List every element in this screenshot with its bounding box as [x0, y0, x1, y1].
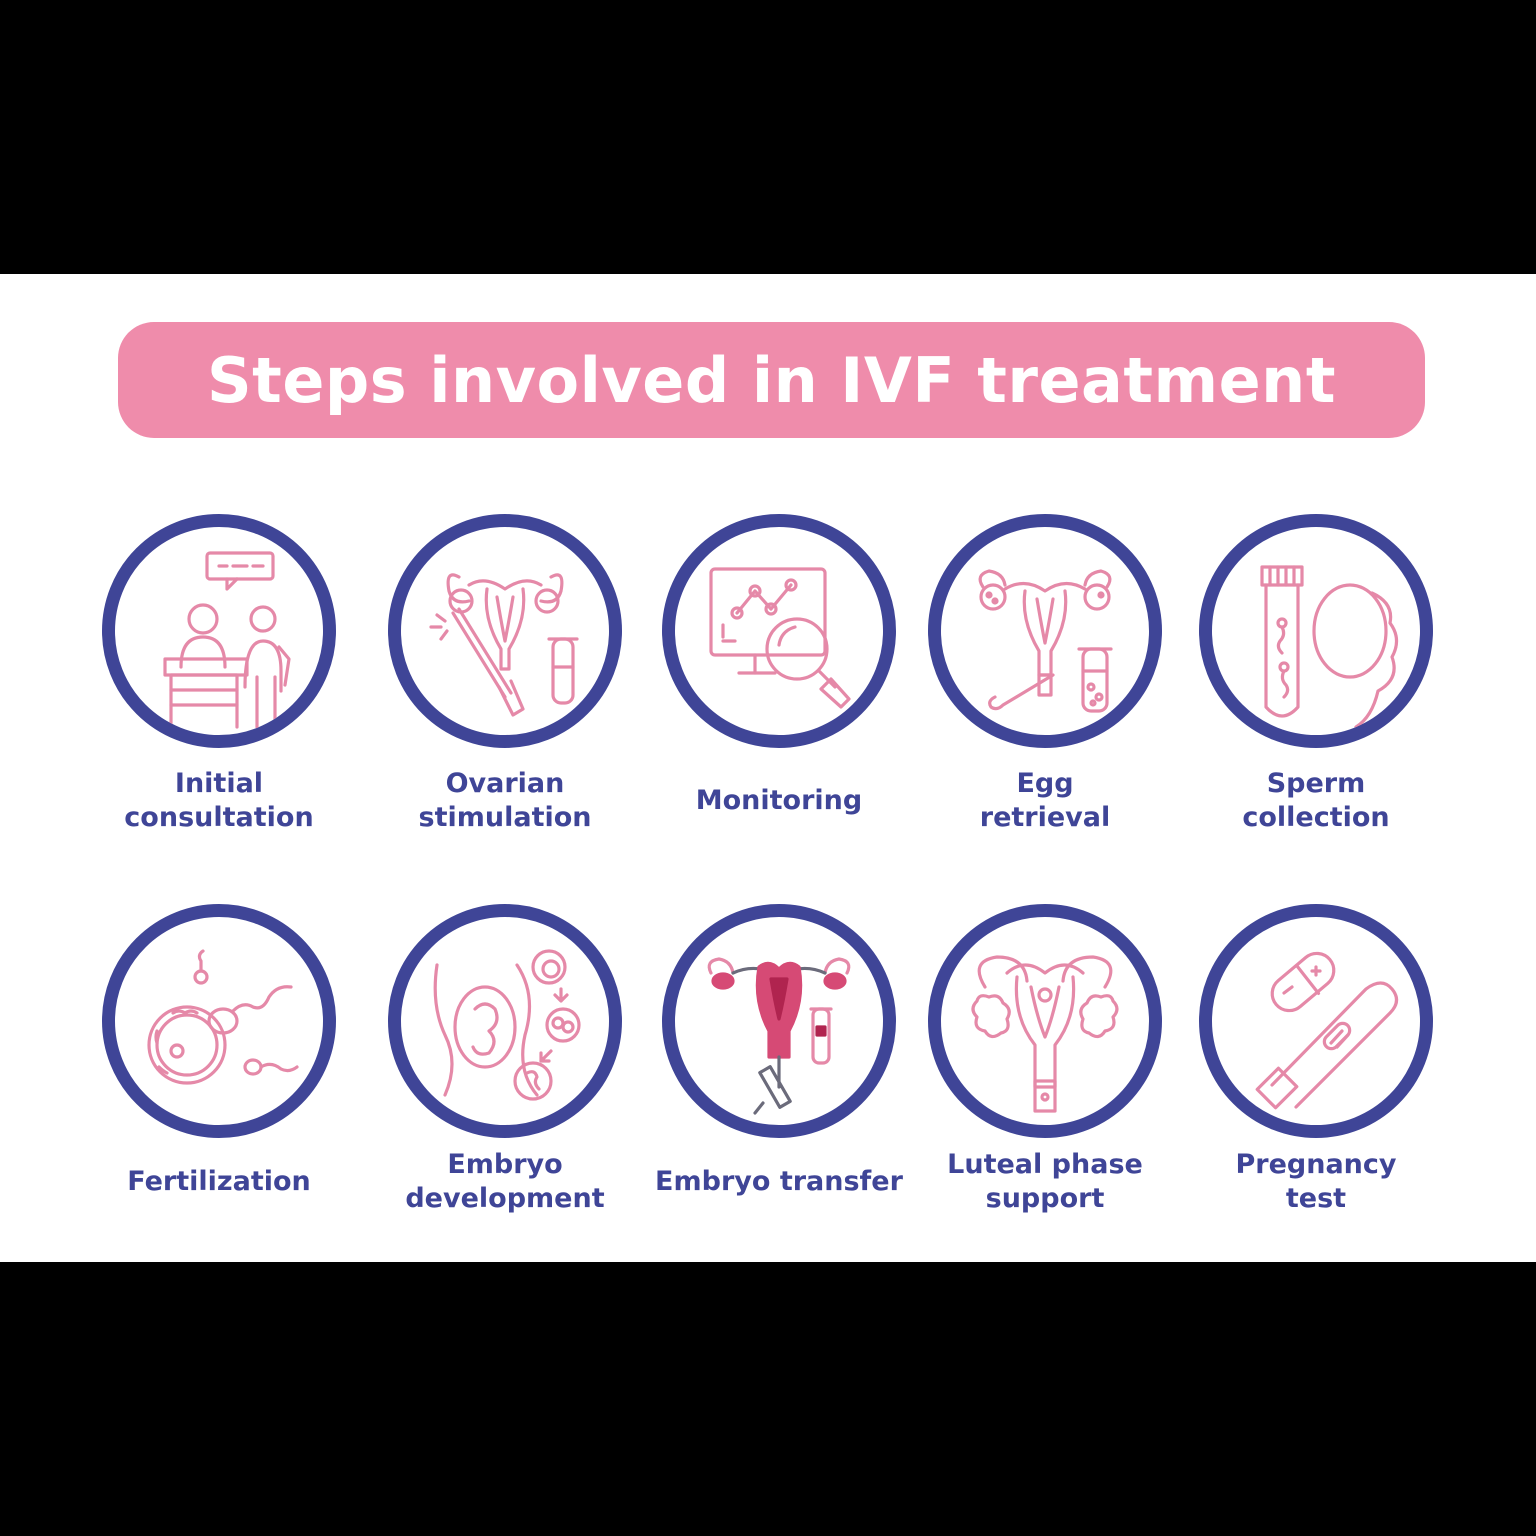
step-label: Ovarian stimulation	[355, 765, 655, 837]
step-label: Embryo transfer	[629, 1146, 929, 1218]
embryo-development-icon	[433, 949, 581, 1101]
step-label: Egg retrieval	[895, 765, 1195, 837]
step-label-line: Ovarian	[445, 768, 565, 799]
icon-ring	[662, 514, 896, 748]
step-label: Monitoring	[629, 765, 929, 837]
icon-ring	[928, 514, 1162, 748]
step-label-line: Sperm	[1266, 768, 1366, 799]
monitoring-icon	[709, 567, 851, 709]
egg-retrieval-icon	[978, 569, 1113, 713]
icon-ring	[388, 514, 622, 748]
icon-ring	[928, 904, 1162, 1138]
step-label-line: retrieval	[979, 802, 1111, 833]
step-label-line: collection	[1242, 802, 1390, 833]
step-label: Embryo development	[355, 1146, 655, 1218]
step-label-line: test	[1285, 1183, 1347, 1214]
ovarian-stimulation-icon	[429, 573, 579, 717]
pregnancy-test-icon	[1255, 951, 1399, 1110]
step-label-line: Luteal phase	[947, 1149, 1143, 1180]
step-label-line: support	[985, 1183, 1105, 1214]
step-label-line: Fertilization	[127, 1166, 311, 1197]
page-title: Steps involved in IVF treatment	[207, 343, 1336, 417]
step-label-line: Monitoring	[695, 785, 863, 816]
icon-ring	[662, 904, 896, 1138]
step-label-line: consultation	[124, 802, 314, 833]
icon-ring	[1199, 904, 1433, 1138]
icon-ring	[102, 514, 336, 748]
step-label: Luteal phase support	[895, 1146, 1195, 1218]
step-label-line: Pregnancy	[1235, 1149, 1397, 1180]
icon-ring	[388, 904, 622, 1138]
step-label: Fertilization	[69, 1146, 369, 1218]
sperm-collection-icon	[1260, 565, 1399, 729]
fertilization-icon	[147, 949, 299, 1085]
icon-ring	[102, 904, 336, 1138]
embryo-transfer-icon	[707, 957, 851, 1115]
title-bar: Steps involved in IVF treatment	[118, 322, 1425, 438]
luteal-phase-icon	[971, 955, 1119, 1113]
step-label-line: Initial	[174, 768, 264, 799]
step-label: Sperm collection	[1166, 765, 1466, 837]
infographic-panel: Steps involved in IVF treatment Initia	[0, 274, 1536, 1262]
step-label-line: Egg	[1016, 768, 1074, 799]
step-label: Pregnancy test	[1166, 1146, 1466, 1218]
step-label-line: Embryo transfer	[655, 1166, 903, 1197]
step-label: Initial consultation	[69, 765, 369, 837]
step-label-line: Embryo	[447, 1149, 563, 1180]
icon-ring	[1199, 514, 1433, 748]
consultation-icon	[163, 551, 291, 729]
step-label-line: development	[405, 1183, 605, 1214]
step-label-line: stimulation	[418, 802, 592, 833]
